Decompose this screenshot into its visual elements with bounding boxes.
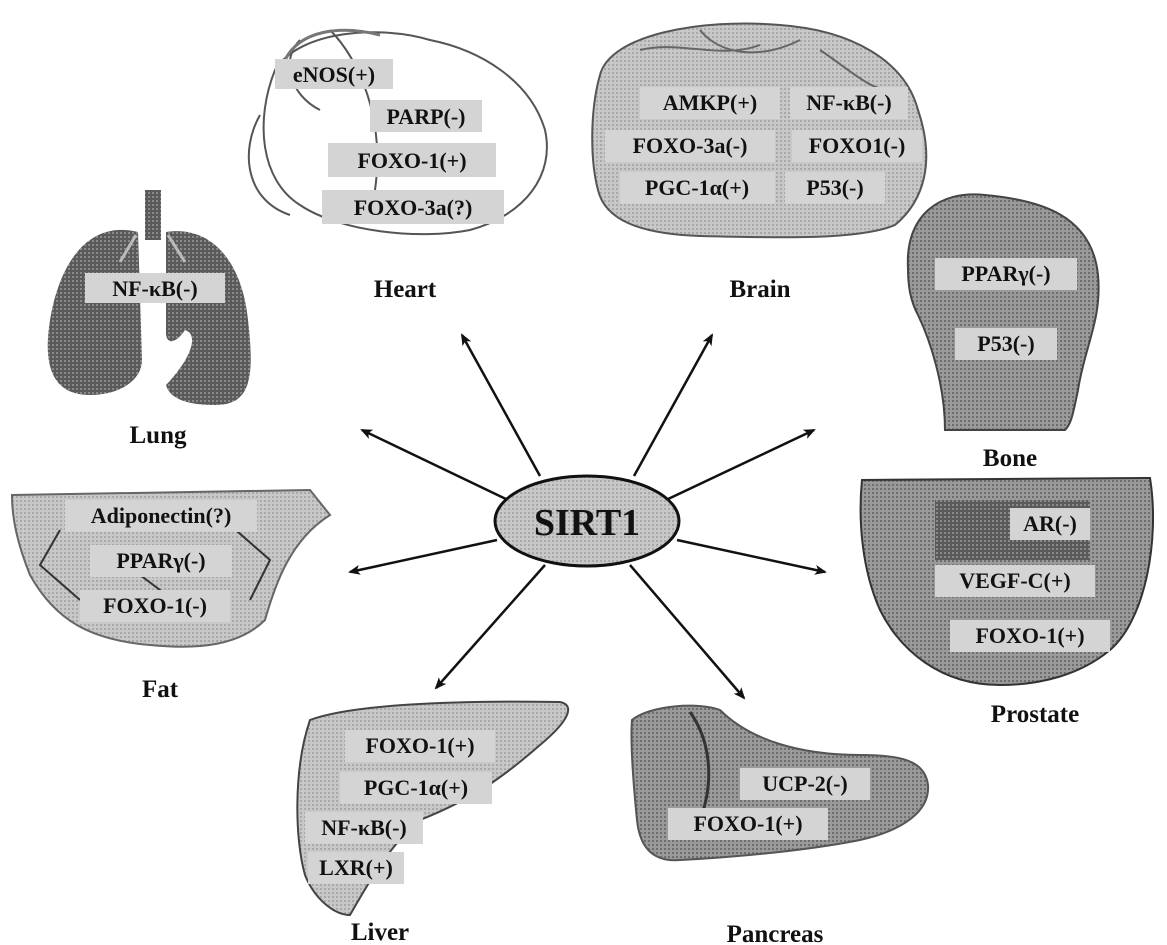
- brain-marker: FOXO1(-): [809, 133, 906, 158]
- brain-marker: NF-κB(-): [806, 90, 892, 115]
- arrow-fat: [350, 540, 497, 572]
- sirt1-node: SIRT1: [495, 476, 679, 566]
- heart-markers: eNOS(+) PARP(-) FOXO-1(+) FOXO-3a(?): [275, 59, 504, 224]
- liver-marker: NF-κB(-): [321, 815, 407, 840]
- lung-markers: NF-κB(-): [85, 273, 225, 303]
- arrow-liver: [436, 565, 545, 688]
- arrow-bone: [666, 430, 814, 500]
- pancreas-marker: FOXO-1(+): [693, 811, 802, 836]
- lung-label: Lung: [130, 422, 187, 449]
- fat-marker: Adiponectin(?): [91, 503, 232, 528]
- heart-label: Heart: [374, 276, 437, 303]
- liver-marker: FOXO-1(+): [365, 733, 474, 758]
- prostate-label: Prostate: [991, 701, 1079, 728]
- liver-marker: PGC-1α(+): [364, 775, 468, 800]
- brain-marker: AMKP(+): [663, 90, 757, 115]
- fat-marker: FOXO-1(-): [103, 593, 207, 618]
- brain-marker: PGC-1α(+): [645, 175, 749, 200]
- brain-label: Brain: [729, 276, 790, 303]
- bone-marker: PPARγ(-): [961, 261, 1050, 286]
- prostate-marker: FOXO-1(+): [975, 623, 1084, 648]
- heart-marker: PARP(-): [387, 104, 466, 129]
- prostate-marker: VEGF-C(+): [959, 568, 1071, 593]
- fat-markers: Adiponectin(?) PPARγ(-) FOXO-1(-): [65, 500, 257, 622]
- fat-label: Fat: [142, 676, 179, 703]
- prostate-marker: AR(-): [1023, 511, 1077, 536]
- arrow-prostate: [677, 540, 825, 572]
- heart-marker: eNOS(+): [293, 62, 375, 87]
- heart-marker: FOXO-1(+): [357, 148, 466, 173]
- heart-marker: FOXO-3a(?): [354, 195, 473, 220]
- arrow-heart: [462, 335, 540, 476]
- fat-marker: PPARγ(-): [116, 548, 205, 573]
- liver-marker: LXR(+): [319, 855, 393, 880]
- pancreas-label: Pancreas: [727, 921, 824, 945]
- brain-marker: FOXO-3a(-): [633, 133, 748, 158]
- bone-marker: P53(-): [977, 331, 1034, 356]
- pancreas-marker: UCP-2(-): [762, 771, 848, 796]
- arrow-lung: [362, 430, 508, 500]
- arrow-pancreas: [630, 565, 744, 698]
- sirt1-label: SIRT1: [534, 502, 640, 544]
- brain-marker: P53(-): [806, 175, 863, 200]
- brain-markers: AMKP(+) NF-κB(-) FOXO-3a(-) FOXO1(-) PGC…: [605, 87, 922, 204]
- arrow-brain: [634, 335, 712, 476]
- bone-label: Bone: [983, 445, 1037, 472]
- bone-organ: [908, 194, 1099, 430]
- lung-marker: NF-κB(-): [112, 276, 198, 301]
- liver-label: Liver: [351, 919, 409, 945]
